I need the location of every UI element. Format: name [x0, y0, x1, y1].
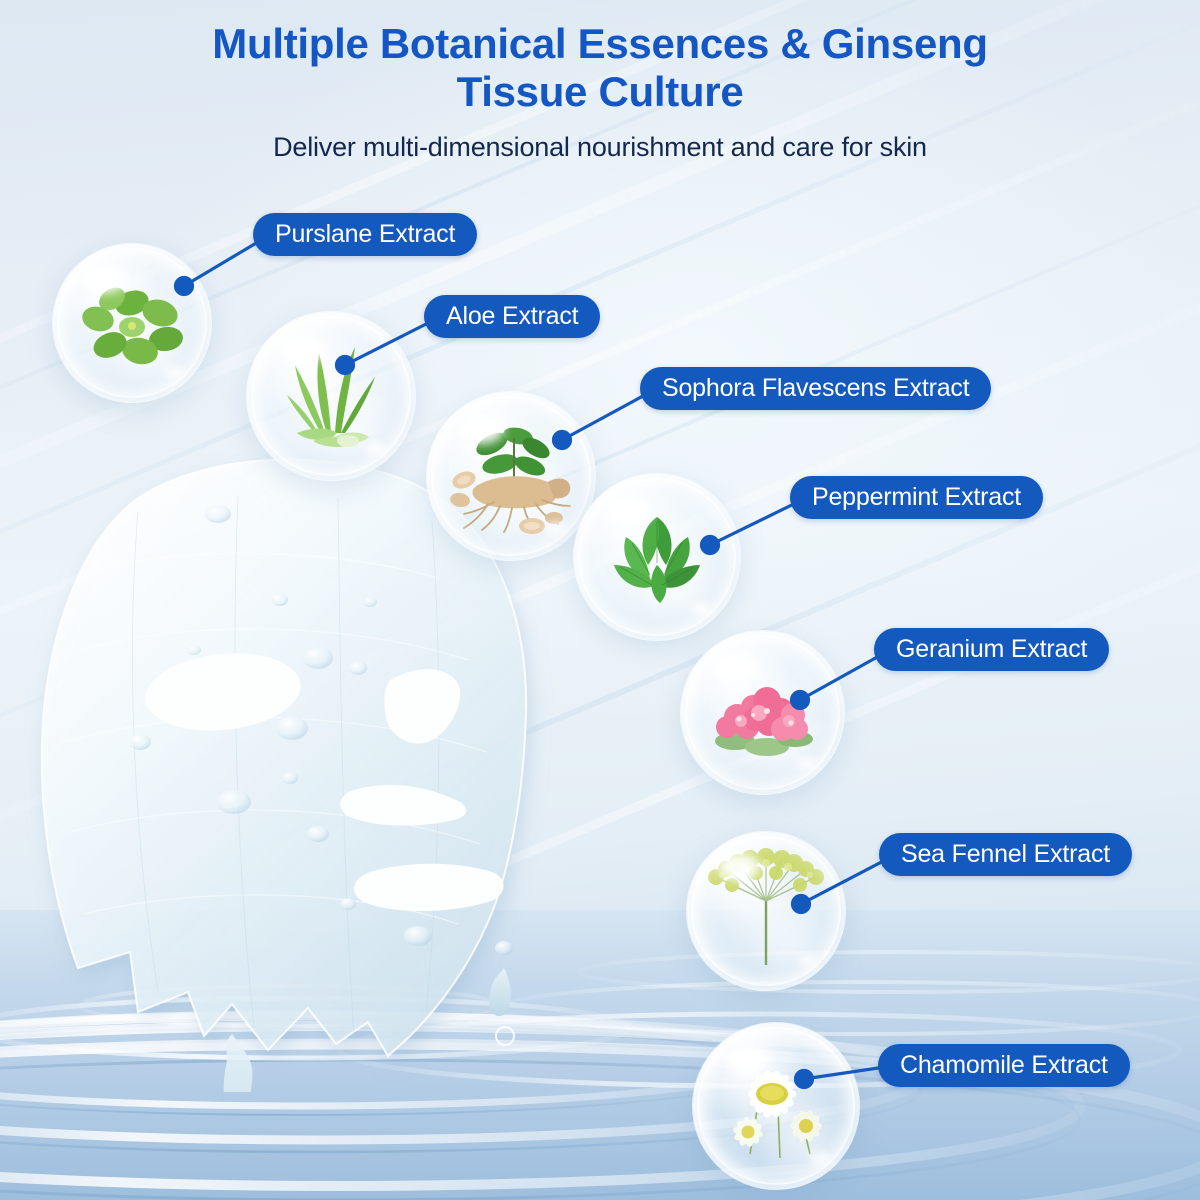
label-sophora-flavescens-extract[interactable]: Sophora Flavescens Extract — [640, 367, 992, 410]
bubble-highlight — [718, 853, 760, 881]
label-chamomile-extract[interactable]: Chamomile Extract — [878, 1044, 1130, 1087]
label-aloe-extract[interactable]: Aloe Extract — [424, 295, 601, 338]
bubble-highlight-secondary — [545, 521, 568, 536]
bubble-rim — [578, 478, 736, 636]
bubble-rim — [56, 247, 208, 399]
bubble-rim — [431, 396, 591, 556]
page-subtitle: Deliver multi-dimensional nourishment an… — [273, 131, 927, 162]
bubble-highlight-secondary — [365, 441, 388, 456]
bubble-highlight-secondary — [798, 954, 819, 967]
bubble-rim — [697, 1027, 855, 1185]
label-sea-fennel-extract[interactable]: Sea Fennel Extract — [879, 833, 1133, 876]
bubble-highlight-secondary — [164, 366, 185, 379]
bubble-highlight — [713, 653, 756, 682]
ingredient-bubble-purslane — [52, 243, 212, 403]
bubble-highlight — [460, 414, 505, 444]
bubble-highlight — [725, 1045, 770, 1075]
ingredient-bubble-sophora-flavescens — [426, 391, 596, 561]
bubble-highlight-secondary — [809, 1151, 832, 1165]
ingredient-bubble-peppermint — [573, 473, 741, 641]
bubble-rim — [251, 316, 411, 476]
page-title-line-1: Multiple Botanical Essences & Ginseng — [212, 20, 988, 67]
bubble-highlight — [280, 334, 325, 364]
bubble-highlight — [84, 265, 126, 293]
label-peppermint-extract[interactable]: Peppermint Extract — [790, 476, 1043, 519]
page-title-line-2: Tissue Culture — [456, 67, 744, 115]
header-block: Multiple Botanical Essences & Ginseng Ti… — [0, 20, 1200, 163]
ingredient-bubble-aloe — [246, 311, 416, 481]
ingredient-bubble-chamomile — [692, 1022, 860, 1190]
label-purslane-extract[interactable]: Purslane Extract — [253, 213, 478, 256]
ingredient-bubble-geranium — [680, 630, 845, 795]
label-geranium-extract[interactable]: Geranium Extract — [874, 628, 1110, 671]
page-title: Multiple Botanical Essences & Ginseng Ti… — [110, 20, 1090, 116]
bubble-rim — [690, 835, 842, 987]
bubble-highlight — [606, 496, 651, 526]
bubble-rim — [684, 634, 841, 791]
ingredient-bubble-sea-fennel — [686, 831, 846, 991]
bubble-highlight-secondary — [690, 602, 713, 616]
